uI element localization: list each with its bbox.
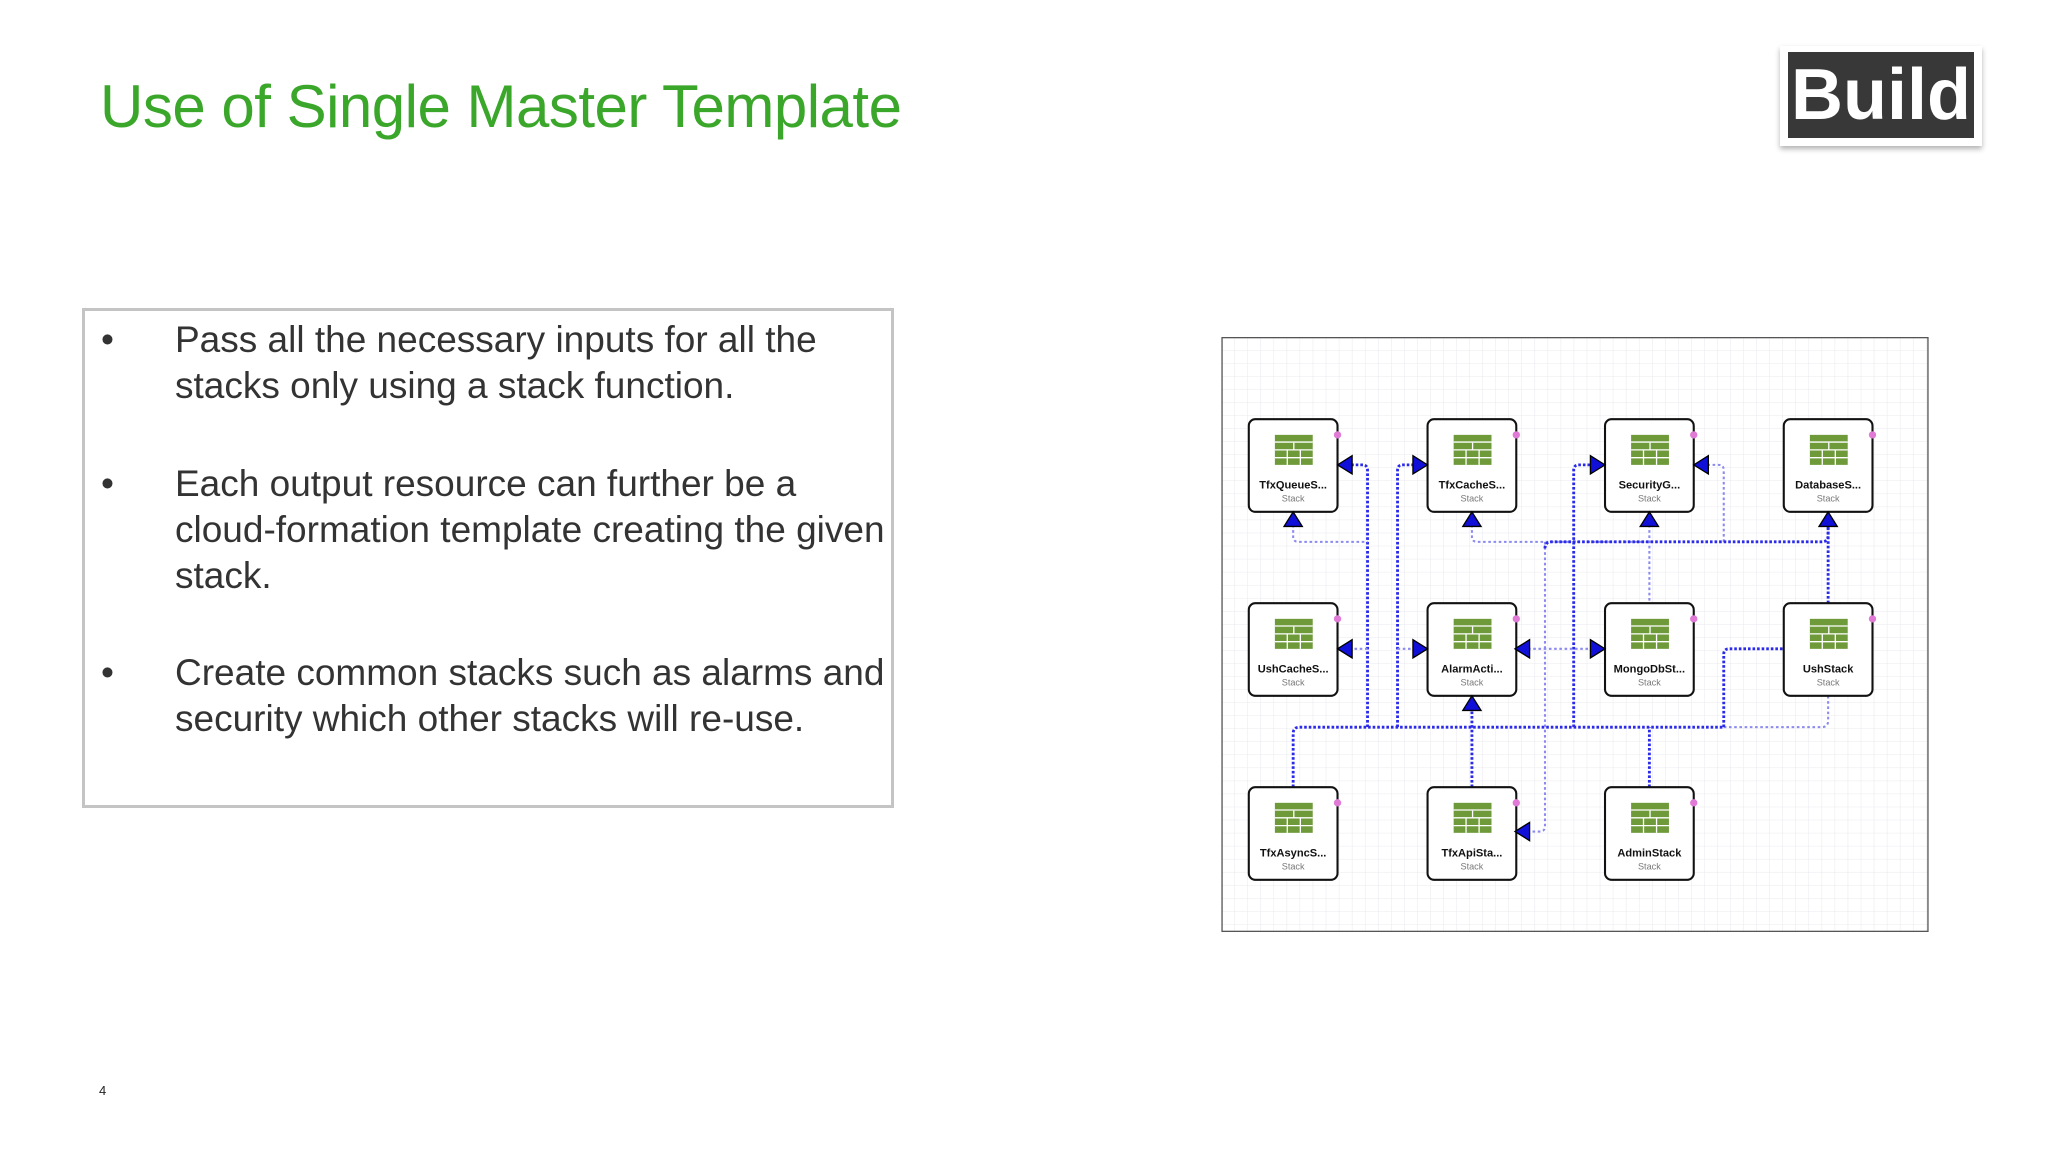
- stack-node: MongoDbSt... Stack: [1603, 602, 1698, 697]
- status-dot: [1690, 615, 1698, 623]
- arrowhead-icon: [1589, 638, 1607, 660]
- arrowhead-icon: [1336, 454, 1353, 476]
- stack-node: TfxCacheS... Stack: [1426, 418, 1520, 513]
- stack-node: SecurityG... Stack: [1603, 418, 1698, 513]
- arrowhead-icon: [1336, 638, 1353, 660]
- stack-node: TfxAsyncS... Stack: [1247, 786, 1342, 881]
- bullet-dot: •: [101, 652, 114, 693]
- stack-icon: [1274, 434, 1313, 465]
- arrowhead-icon: [1589, 454, 1607, 476]
- status-dot: [1333, 799, 1342, 807]
- stack-node-label: TfxAsyncS...: [1260, 847, 1327, 859]
- stack-node: UshCacheS... Stack: [1247, 602, 1342, 697]
- stack-node-label: AdminStack: [1617, 847, 1682, 859]
- arrowhead-icon: [1692, 454, 1710, 476]
- stack-icon: [1631, 618, 1669, 649]
- status-dot: [1512, 615, 1520, 623]
- status-dot: [1512, 431, 1520, 439]
- arrowhead-icon: [1282, 510, 1304, 528]
- stack-node: TfxQueueS... Stack: [1247, 418, 1342, 513]
- stack-node-type: Stack: [1638, 493, 1661, 503]
- stack-icon: [1453, 434, 1492, 465]
- stack-node-type: Stack: [1461, 677, 1484, 687]
- stack-node-type: Stack: [1282, 493, 1305, 503]
- bullet-text: Pass all the necessary inputs for all th…: [175, 319, 817, 406]
- status-dot: [1690, 799, 1698, 807]
- stack-node-label: AlarmActi...: [1441, 663, 1503, 675]
- status-dot: [1512, 799, 1520, 807]
- stack-node: DatabaseS... Stack: [1782, 418, 1877, 513]
- stack-node-label: TfxQueueS...: [1259, 479, 1327, 491]
- dependency-edge: [1722, 647, 1784, 728]
- stack-node-type: Stack: [1817, 677, 1840, 687]
- stack-icon: [1453, 618, 1492, 649]
- dependency-edge: [1572, 463, 1598, 728]
- status-dot: [1333, 431, 1342, 439]
- dependency-edge: [1522, 541, 1547, 833]
- stack-node-type: Stack: [1461, 861, 1484, 871]
- stack-node-type: Stack: [1282, 677, 1305, 687]
- stack-node-type: Stack: [1817, 493, 1840, 503]
- bullet-text: Create common stacks such as alarms and …: [175, 652, 885, 739]
- status-dot: [1868, 431, 1877, 439]
- arrowhead-icon: [1513, 638, 1531, 660]
- status-dot: [1333, 615, 1342, 623]
- stack-node-type: Stack: [1638, 677, 1661, 687]
- stack-icon: [1274, 618, 1313, 649]
- dependency-edge: [1701, 463, 1725, 542]
- stack-node-box: [1782, 602, 1874, 697]
- dependency-edge: [1396, 463, 1420, 728]
- stack-node-type: Stack: [1282, 861, 1305, 871]
- dependency-edge: [1470, 519, 1646, 543]
- stack-icon: [1631, 802, 1669, 833]
- build-badge: Build: [1780, 46, 1982, 146]
- stack-diagram: TfxQueueS...StackTfxCacheS...StackSecuri…: [1221, 337, 1929, 932]
- arrowhead-icon: [1412, 454, 1429, 476]
- stack-node-label: SecurityG...: [1619, 479, 1681, 491]
- stack-node-label: UshCacheS...: [1258, 663, 1329, 675]
- stack-icon: [1809, 434, 1848, 465]
- stack-node-box: [1247, 786, 1339, 881]
- arrowhead-icon: [1461, 694, 1483, 712]
- stack-node-label: UshStack: [1803, 663, 1854, 675]
- arrowhead-icon: [1461, 510, 1483, 528]
- arrowhead-icon: [1412, 638, 1429, 660]
- stack-node-box: [1603, 786, 1695, 881]
- page-number: 4: [99, 1083, 107, 1098]
- slide-title: Use of Single Master Template: [100, 73, 902, 140]
- status-dot: [1690, 431, 1698, 439]
- stack-icon: [1809, 618, 1848, 649]
- stack-node: AlarmActi... Stack: [1426, 602, 1520, 697]
- build-badge-label: Build: [1788, 52, 1974, 138]
- stack-icon: [1453, 802, 1492, 833]
- bullet-dot: •: [101, 319, 114, 360]
- stack-node: TfxApiSta... Stack: [1426, 786, 1520, 881]
- arrowhead-icon: [1513, 821, 1531, 842]
- arrowhead-icon: [1639, 510, 1660, 528]
- bullet-text-box: • Pass all the necessary inputs for all t…: [82, 308, 894, 808]
- stack-node-label: TfxApiSta...: [1441, 847, 1502, 859]
- stack-node-box: [1426, 786, 1518, 881]
- stack-node-label: TfxCacheS...: [1439, 479, 1506, 491]
- bullet-text: Each output resource can further be a cl…: [175, 463, 885, 596]
- dependency-edge: [1292, 519, 1368, 543]
- bullet-dot: •: [101, 463, 114, 504]
- stack-node-label: DatabaseS...: [1795, 479, 1861, 491]
- stack-node-type: Stack: [1638, 861, 1661, 871]
- stack-icon: [1274, 802, 1313, 833]
- arrowhead-icon: [1817, 510, 1839, 528]
- dependency-edge: [1345, 463, 1369, 728]
- stack-node-type: Stack: [1461, 493, 1484, 503]
- stack-icon: [1631, 434, 1669, 465]
- status-dot: [1868, 615, 1877, 623]
- stack-node-label: MongoDbSt...: [1614, 663, 1685, 675]
